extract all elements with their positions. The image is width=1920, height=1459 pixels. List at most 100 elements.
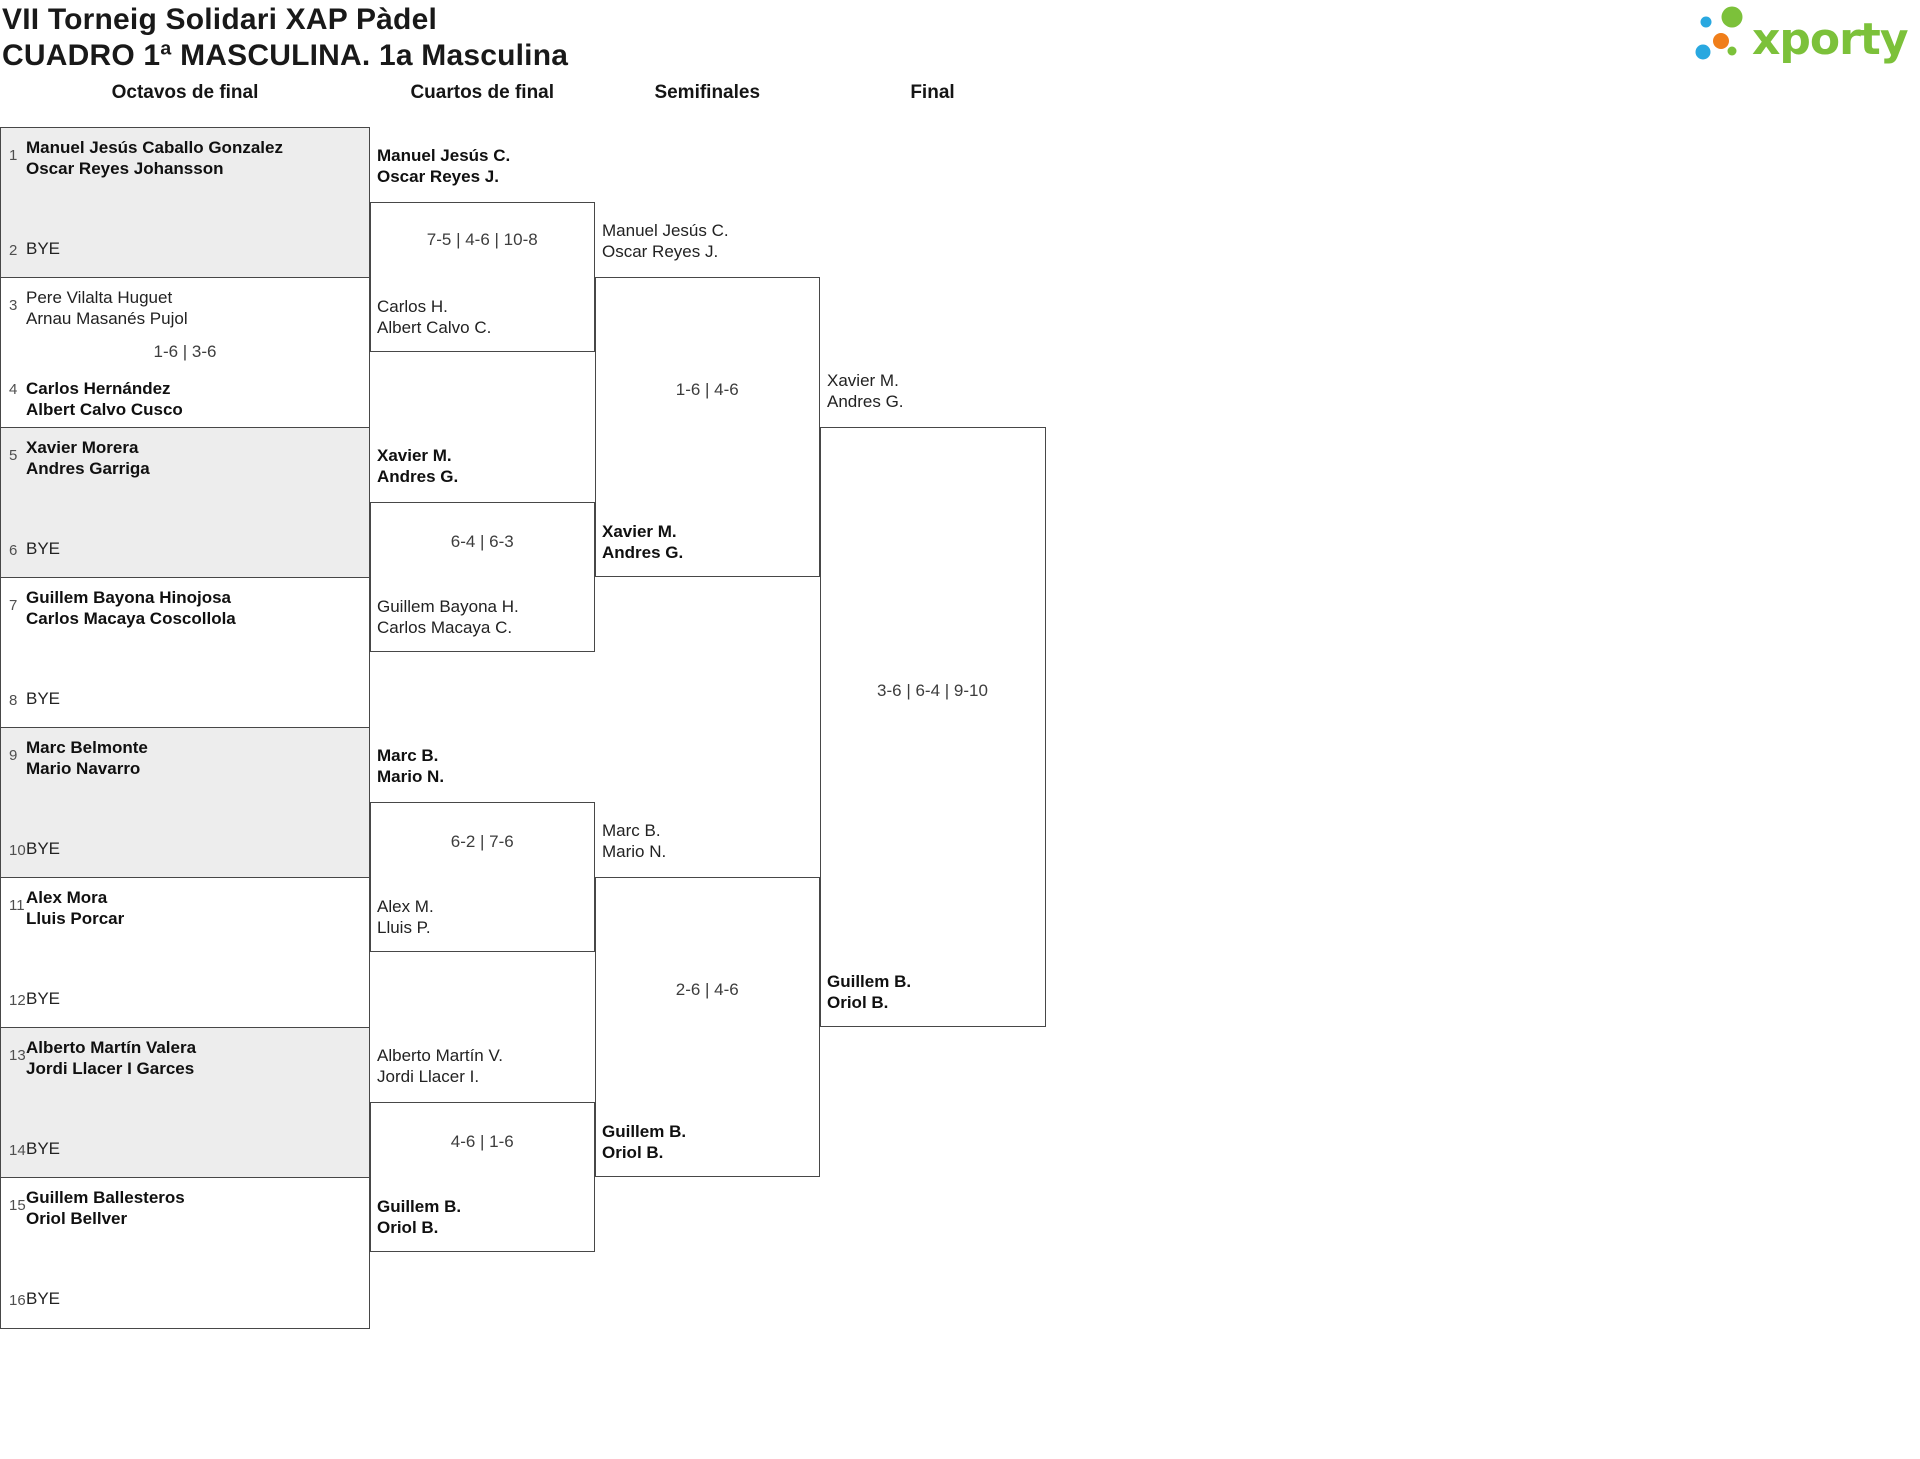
player-name: Xavier M. bbox=[377, 446, 452, 465]
match-score: 6-4 | 6-3 bbox=[450, 532, 514, 551]
bye-label: BYE bbox=[26, 988, 61, 1008]
bracket-entry: Xavier M. Andres G. bbox=[377, 445, 458, 487]
team-pair: Guillem Ballesteros Oriol Bellver bbox=[26, 1187, 185, 1229]
player-name: Oriol B. bbox=[377, 1218, 439, 1237]
match-score: 4-6 | 1-6 bbox=[450, 1132, 514, 1151]
seed-number: 6 bbox=[9, 541, 18, 559]
match-box-octavos-7: 13 Alberto Martín Valera Jordi Llacer I … bbox=[0, 1027, 370, 1179]
player-name: Andres G. bbox=[377, 467, 459, 486]
team-pair: Carlos Hernández Albert Calvo Cusco bbox=[26, 378, 183, 420]
player-name: Oriol B. bbox=[827, 993, 889, 1012]
round-header-final: Final bbox=[910, 82, 955, 103]
seed-number: 5 bbox=[9, 447, 18, 464]
bracket-entry: Marc B. Mario N. bbox=[602, 820, 666, 862]
match-box-cuartos-1 bbox=[369, 202, 595, 352]
player-name: Albert Calvo Cusco bbox=[26, 399, 183, 419]
player-name: Lluis Porcar bbox=[26, 909, 125, 928]
player-name: Xavier M. bbox=[602, 522, 677, 541]
player-name: Oscar Reyes J. bbox=[377, 167, 499, 186]
seed-number: 8 bbox=[9, 691, 18, 709]
player-name: Andres G. bbox=[602, 543, 684, 562]
player-name: Guillem B. bbox=[827, 972, 912, 991]
bracket-entry: Guillem Bayona H. Carlos Macaya C. bbox=[377, 596, 519, 638]
player-name: Alex M. bbox=[377, 897, 434, 916]
bracket-entry: Guillem B. Oriol B. bbox=[602, 1121, 686, 1163]
player-name: Pere Vilalta Huguet bbox=[26, 288, 173, 307]
bracket-entry: Xavier M. Andres G. bbox=[602, 521, 683, 563]
match-score: 1-6 | 4-6 bbox=[675, 380, 739, 399]
player-name: Oriol B. bbox=[602, 1143, 664, 1162]
match-box-octavos-5: 9 Marc Belmonte Mario Navarro 10 BYE bbox=[0, 727, 370, 879]
player-name: Manuel Jesús C. bbox=[377, 146, 511, 165]
match-box-octavos-2: 3 Pere Vilalta Huguet Arnau Masanés Pujo… bbox=[0, 277, 370, 429]
bracket-entry: Manuel Jesús C. Oscar Reyes J. bbox=[377, 145, 510, 187]
bracket-entry: Guillem B. Oriol B. bbox=[377, 1196, 461, 1238]
logo-dot-blue-large bbox=[1695, 44, 1711, 60]
tournament-title: VII Torneig Solidari XAP Pàdel bbox=[2, 3, 437, 36]
seed-number: 16 bbox=[9, 1291, 26, 1309]
player-name: Carlos Hernández bbox=[26, 378, 171, 398]
team-pair: Alberto Martín Valera Jordi Llacer I Gar… bbox=[26, 1037, 196, 1079]
match-box-octavos-4: 7 Guillem Bayona Hinojosa Carlos Macaya … bbox=[0, 577, 370, 729]
match-score: 1-6 | 3-6 bbox=[153, 341, 217, 361]
match-box-cuartos-2 bbox=[369, 502, 595, 652]
match-box-semifinal-2 bbox=[594, 877, 820, 1177]
match-box-octavos-1: 1 Manuel Jesús Caballo Gonzalez Oscar Re… bbox=[0, 127, 370, 279]
logo-dot-blue-small bbox=[1700, 16, 1712, 28]
round-header-octavos: Octavos de final bbox=[111, 82, 259, 103]
team-pair: Manuel Jesús Caballo Gonzalez Oscar Reye… bbox=[26, 137, 283, 179]
match-box-octavos-6: 11 Alex Mora Lluis Porcar 12 BYE bbox=[0, 877, 370, 1029]
player-name: Xavier M. bbox=[827, 371, 899, 390]
bye-label: BYE bbox=[26, 838, 61, 858]
player-name: Albert Calvo C. bbox=[377, 318, 492, 337]
match-score: 3-6 | 6-4 | 9-10 bbox=[877, 681, 988, 700]
seed-number: 7 bbox=[9, 597, 18, 614]
bye-label: BYE bbox=[26, 1138, 61, 1158]
seed-number: 11 bbox=[9, 897, 25, 914]
bracket-entry: Carlos H. Albert Calvo C. bbox=[377, 296, 491, 338]
xporty-logo[interactable]: xporty bbox=[1692, 6, 1918, 68]
match-box-octavos-3: 5 Xavier Morera Andres Garriga 6 BYE bbox=[0, 427, 370, 579]
logo-dot-green-small bbox=[1727, 46, 1737, 56]
bracket-entry: Alberto Martín V. Jordi Llacer I. bbox=[377, 1045, 503, 1087]
seed-number: 14 bbox=[9, 1141, 26, 1159]
match-box-semifinal-1 bbox=[594, 277, 820, 577]
bye-label: BYE bbox=[26, 238, 61, 258]
player-name: Marc B. bbox=[602, 821, 661, 840]
team-pair: Marc Belmonte Mario Navarro bbox=[26, 737, 148, 779]
bracket-entry: Marc B. Mario N. bbox=[377, 745, 444, 787]
player-name: Mario Navarro bbox=[26, 759, 141, 778]
player-name: Jordi Llacer I Garces bbox=[26, 1059, 195, 1078]
bye-label: BYE bbox=[26, 1288, 61, 1308]
bye-label: BYE bbox=[26, 538, 61, 558]
player-name: Oscar Reyes Johansson bbox=[26, 159, 224, 178]
player-name: Xavier Morera bbox=[26, 438, 139, 457]
bracket-entry: Xavier M. Andres G. bbox=[827, 370, 904, 412]
match-box-cuartos-4 bbox=[369, 1102, 595, 1252]
player-name: Alberto Martín V. bbox=[377, 1046, 503, 1065]
seed-number: 1 bbox=[9, 147, 18, 164]
seed-number: 12 bbox=[9, 991, 26, 1009]
player-name: Andres G. bbox=[827, 392, 904, 411]
player-name: Guillem Ballesteros bbox=[26, 1188, 185, 1207]
team-pair: Pere Vilalta Huguet Arnau Masanés Pujol bbox=[26, 287, 188, 329]
match-box-final bbox=[819, 427, 1046, 1027]
seed-number: 4 bbox=[9, 380, 18, 398]
player-name: Carlos Macaya C. bbox=[377, 618, 513, 637]
player-name: Marc B. bbox=[377, 746, 439, 765]
logo-dot-orange bbox=[1713, 33, 1729, 49]
player-name: Guillem Bayona Hinojosa bbox=[26, 588, 231, 607]
bracket-entry: Guillem B. Oriol B. bbox=[827, 971, 911, 1013]
player-name: Guillem B. bbox=[377, 1197, 462, 1216]
player-name: Mario N. bbox=[377, 767, 445, 786]
match-score: 7-5 | 4-6 | 10-8 bbox=[426, 230, 538, 249]
match-score: 2-6 | 4-6 bbox=[675, 980, 739, 999]
player-name: Carlos Macaya Coscollola bbox=[26, 609, 236, 628]
logo-wordmark: xporty bbox=[1752, 14, 1908, 65]
player-name: Guillem Bayona H. bbox=[377, 597, 519, 616]
seed-number: 9 bbox=[9, 747, 18, 764]
player-name: Jordi Llacer I. bbox=[377, 1067, 480, 1086]
seed-number: 3 bbox=[9, 297, 18, 314]
bye-label: BYE bbox=[26, 688, 61, 708]
logo-dot-green-large bbox=[1721, 6, 1743, 28]
